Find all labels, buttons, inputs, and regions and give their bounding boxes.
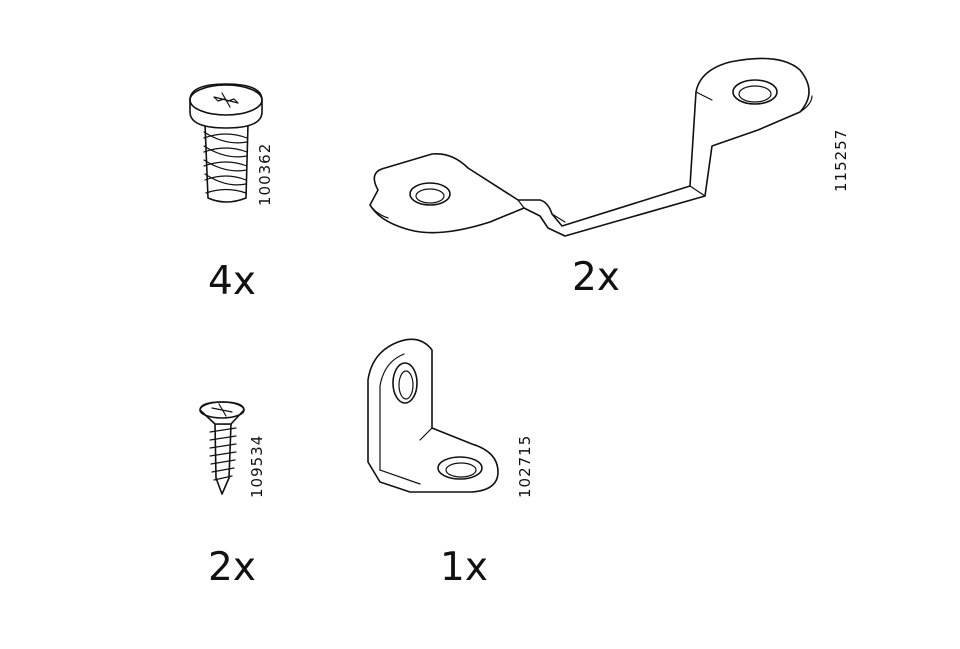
quantity-label: 2x [572,255,620,300]
quantity-label: 2x [208,545,256,590]
quantity-label: 4x [208,259,256,304]
article-number: 115257 [832,128,850,192]
offset-bracket-icon [369,57,813,237]
countersunk-screw-icon [199,401,245,495]
article-number: 102715 [516,434,534,498]
quantity-label: 1x [440,545,488,590]
angle-bracket-icon [367,338,499,493]
pan-head-screw-icon [189,83,263,203]
